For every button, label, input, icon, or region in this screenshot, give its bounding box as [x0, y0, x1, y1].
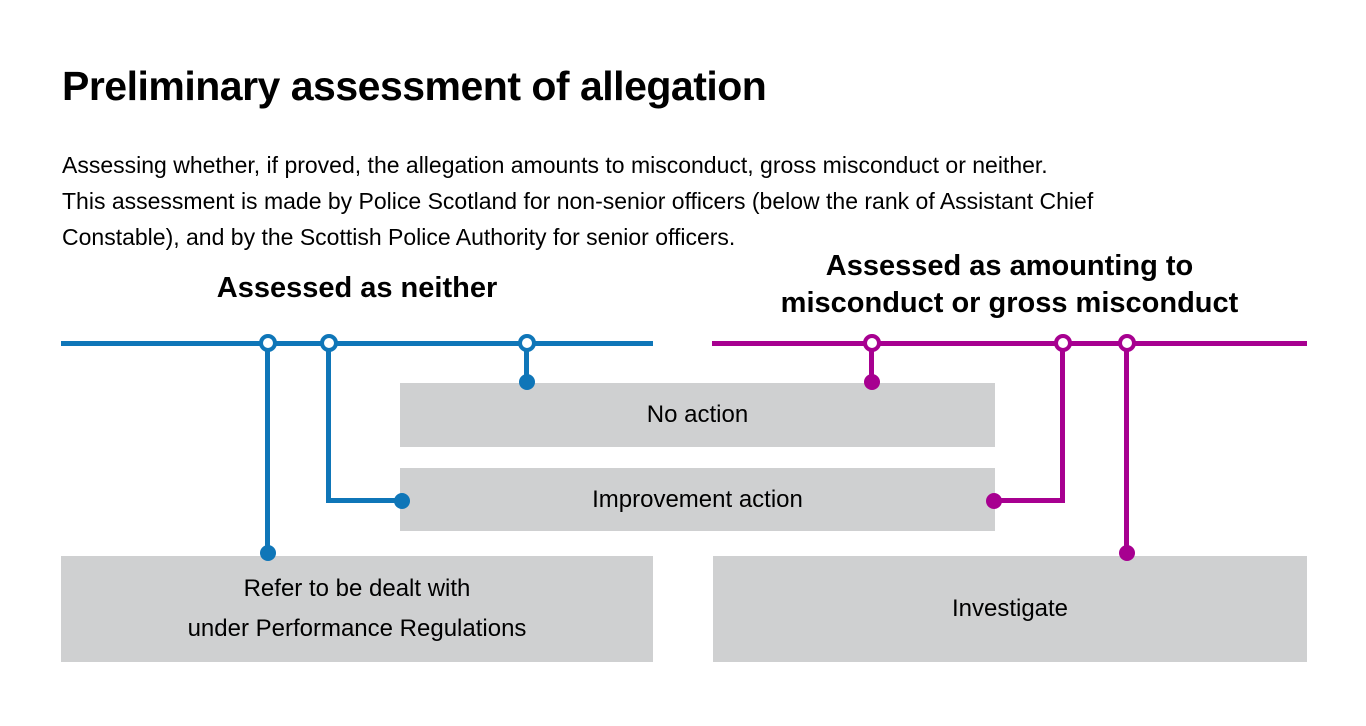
right-branch-node-improvement: [1054, 334, 1072, 352]
blue-connector-improvement-hline: [326, 498, 402, 503]
refer-performance-box: Refer to be dealt with under Performance…: [61, 556, 653, 662]
improvement-action-box: Improvement action: [400, 468, 995, 531]
magenta-dot-noaction: [864, 374, 880, 390]
blue-connector-improvement-vline: [326, 343, 331, 503]
left-branch-node-refer: [259, 334, 277, 352]
left-branch-node-noaction: [518, 334, 536, 352]
blue-connector-noaction-vline: [524, 343, 529, 382]
right-branch-line: [712, 341, 1307, 346]
refer-performance-label: Refer to be dealt with under Performance…: [187, 575, 527, 642]
magenta-connector-improvement-vline: [1060, 343, 1065, 503]
magenta-connector-improvement-hline: [993, 498, 1065, 503]
intro-text: Assessing whether, if proved, the allega…: [62, 152, 1094, 250]
blue-dot-improvement: [394, 493, 410, 509]
left-branch-header: Assessed as neither: [216, 272, 498, 304]
magenta-dot-improvement: [986, 493, 1002, 509]
right-branch-header: Assessed as amounting to misconduct or g…: [780, 250, 1239, 319]
left-branch-line: [61, 341, 653, 346]
right-branch-node-investigate: [1118, 334, 1136, 352]
magenta-connector-noaction-vline: [869, 343, 874, 382]
magenta-connector-investigate-vline: [1124, 343, 1129, 553]
blue-dot-noaction: [519, 374, 535, 390]
magenta-dot-investigate: [1119, 545, 1135, 561]
left-branch-node-improvement: [320, 334, 338, 352]
blue-dot-refer: [260, 545, 276, 561]
no-action-box: No action: [400, 383, 995, 447]
right-branch-node-noaction: [863, 334, 881, 352]
investigate-box: Investigate: [713, 556, 1307, 662]
page-title: Preliminary assessment of allegation: [62, 63, 767, 110]
investigate-label: Investigate: [951, 595, 1069, 622]
no-action-label: No action: [646, 401, 749, 428]
improvement-action-label: Improvement action: [592, 485, 803, 513]
blue-connector-refer-vline: [265, 343, 270, 553]
